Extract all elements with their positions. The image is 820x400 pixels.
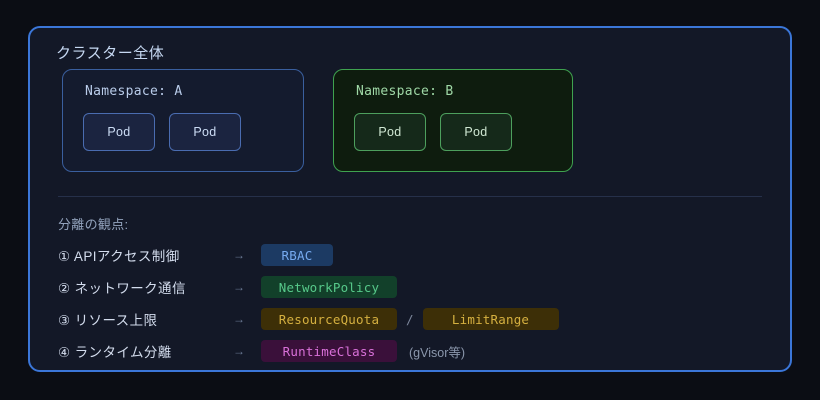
- badge-resourcequota: ResourceQuota: [261, 308, 397, 330]
- arrow-icon: →: [233, 248, 245, 262]
- namespace-a-label: Namespace: A: [85, 84, 183, 99]
- cluster-card: クラスター全体 Namespace: A Pod Pod Namespace: …: [28, 26, 792, 372]
- arrow-icon: →: [233, 312, 245, 326]
- aspect-label-runtime-isolation: ④ ランタイム分離: [58, 345, 172, 360]
- badge-networkpolicy: NetworkPolicy: [261, 276, 397, 298]
- arrow-icon: →: [233, 280, 245, 294]
- namespace-b-label: Namespace: B: [356, 84, 454, 99]
- aspects-title: 分離の観点:: [58, 217, 129, 232]
- aspect-row-network: ② ネットワーク通信 → NetworkPolicy: [58, 275, 758, 299]
- aspect-label-resource-limit: ③ リソース上限: [58, 313, 158, 328]
- aspect-row-runtime-isolation: ④ ランタイム分離 → RuntimeClass (gVisor等): [58, 339, 758, 363]
- badge-limitrange: LimitRange: [422, 308, 559, 330]
- aspect-row-resource-limit: ③ リソース上限 → ResourceQuota / LimitRange: [58, 307, 758, 331]
- badge-runtimeclass: RuntimeClass: [261, 340, 397, 362]
- cluster-title: クラスター全体: [56, 45, 165, 62]
- badge-separator: /: [406, 311, 414, 327]
- pod-a-2: Pod: [169, 113, 241, 151]
- badge-rbac: RBAC: [261, 244, 333, 266]
- namespace-box-a: Namespace: A Pod Pod: [62, 69, 304, 172]
- section-divider: [58, 196, 762, 197]
- runtime-note: (gVisor等): [409, 345, 466, 360]
- pod-b-2: Pod: [440, 113, 512, 151]
- namespace-box-b: Namespace: B Pod Pod: [333, 69, 573, 172]
- aspect-label-api-access: ① APIアクセス制御: [58, 249, 180, 264]
- aspect-label-network: ② ネットワーク通信: [58, 281, 186, 296]
- pod-a-1: Pod: [83, 113, 155, 151]
- arrow-icon: →: [233, 344, 245, 358]
- pod-b-1: Pod: [354, 113, 426, 151]
- aspect-row-api-access: ① APIアクセス制御 → RBAC: [58, 243, 758, 267]
